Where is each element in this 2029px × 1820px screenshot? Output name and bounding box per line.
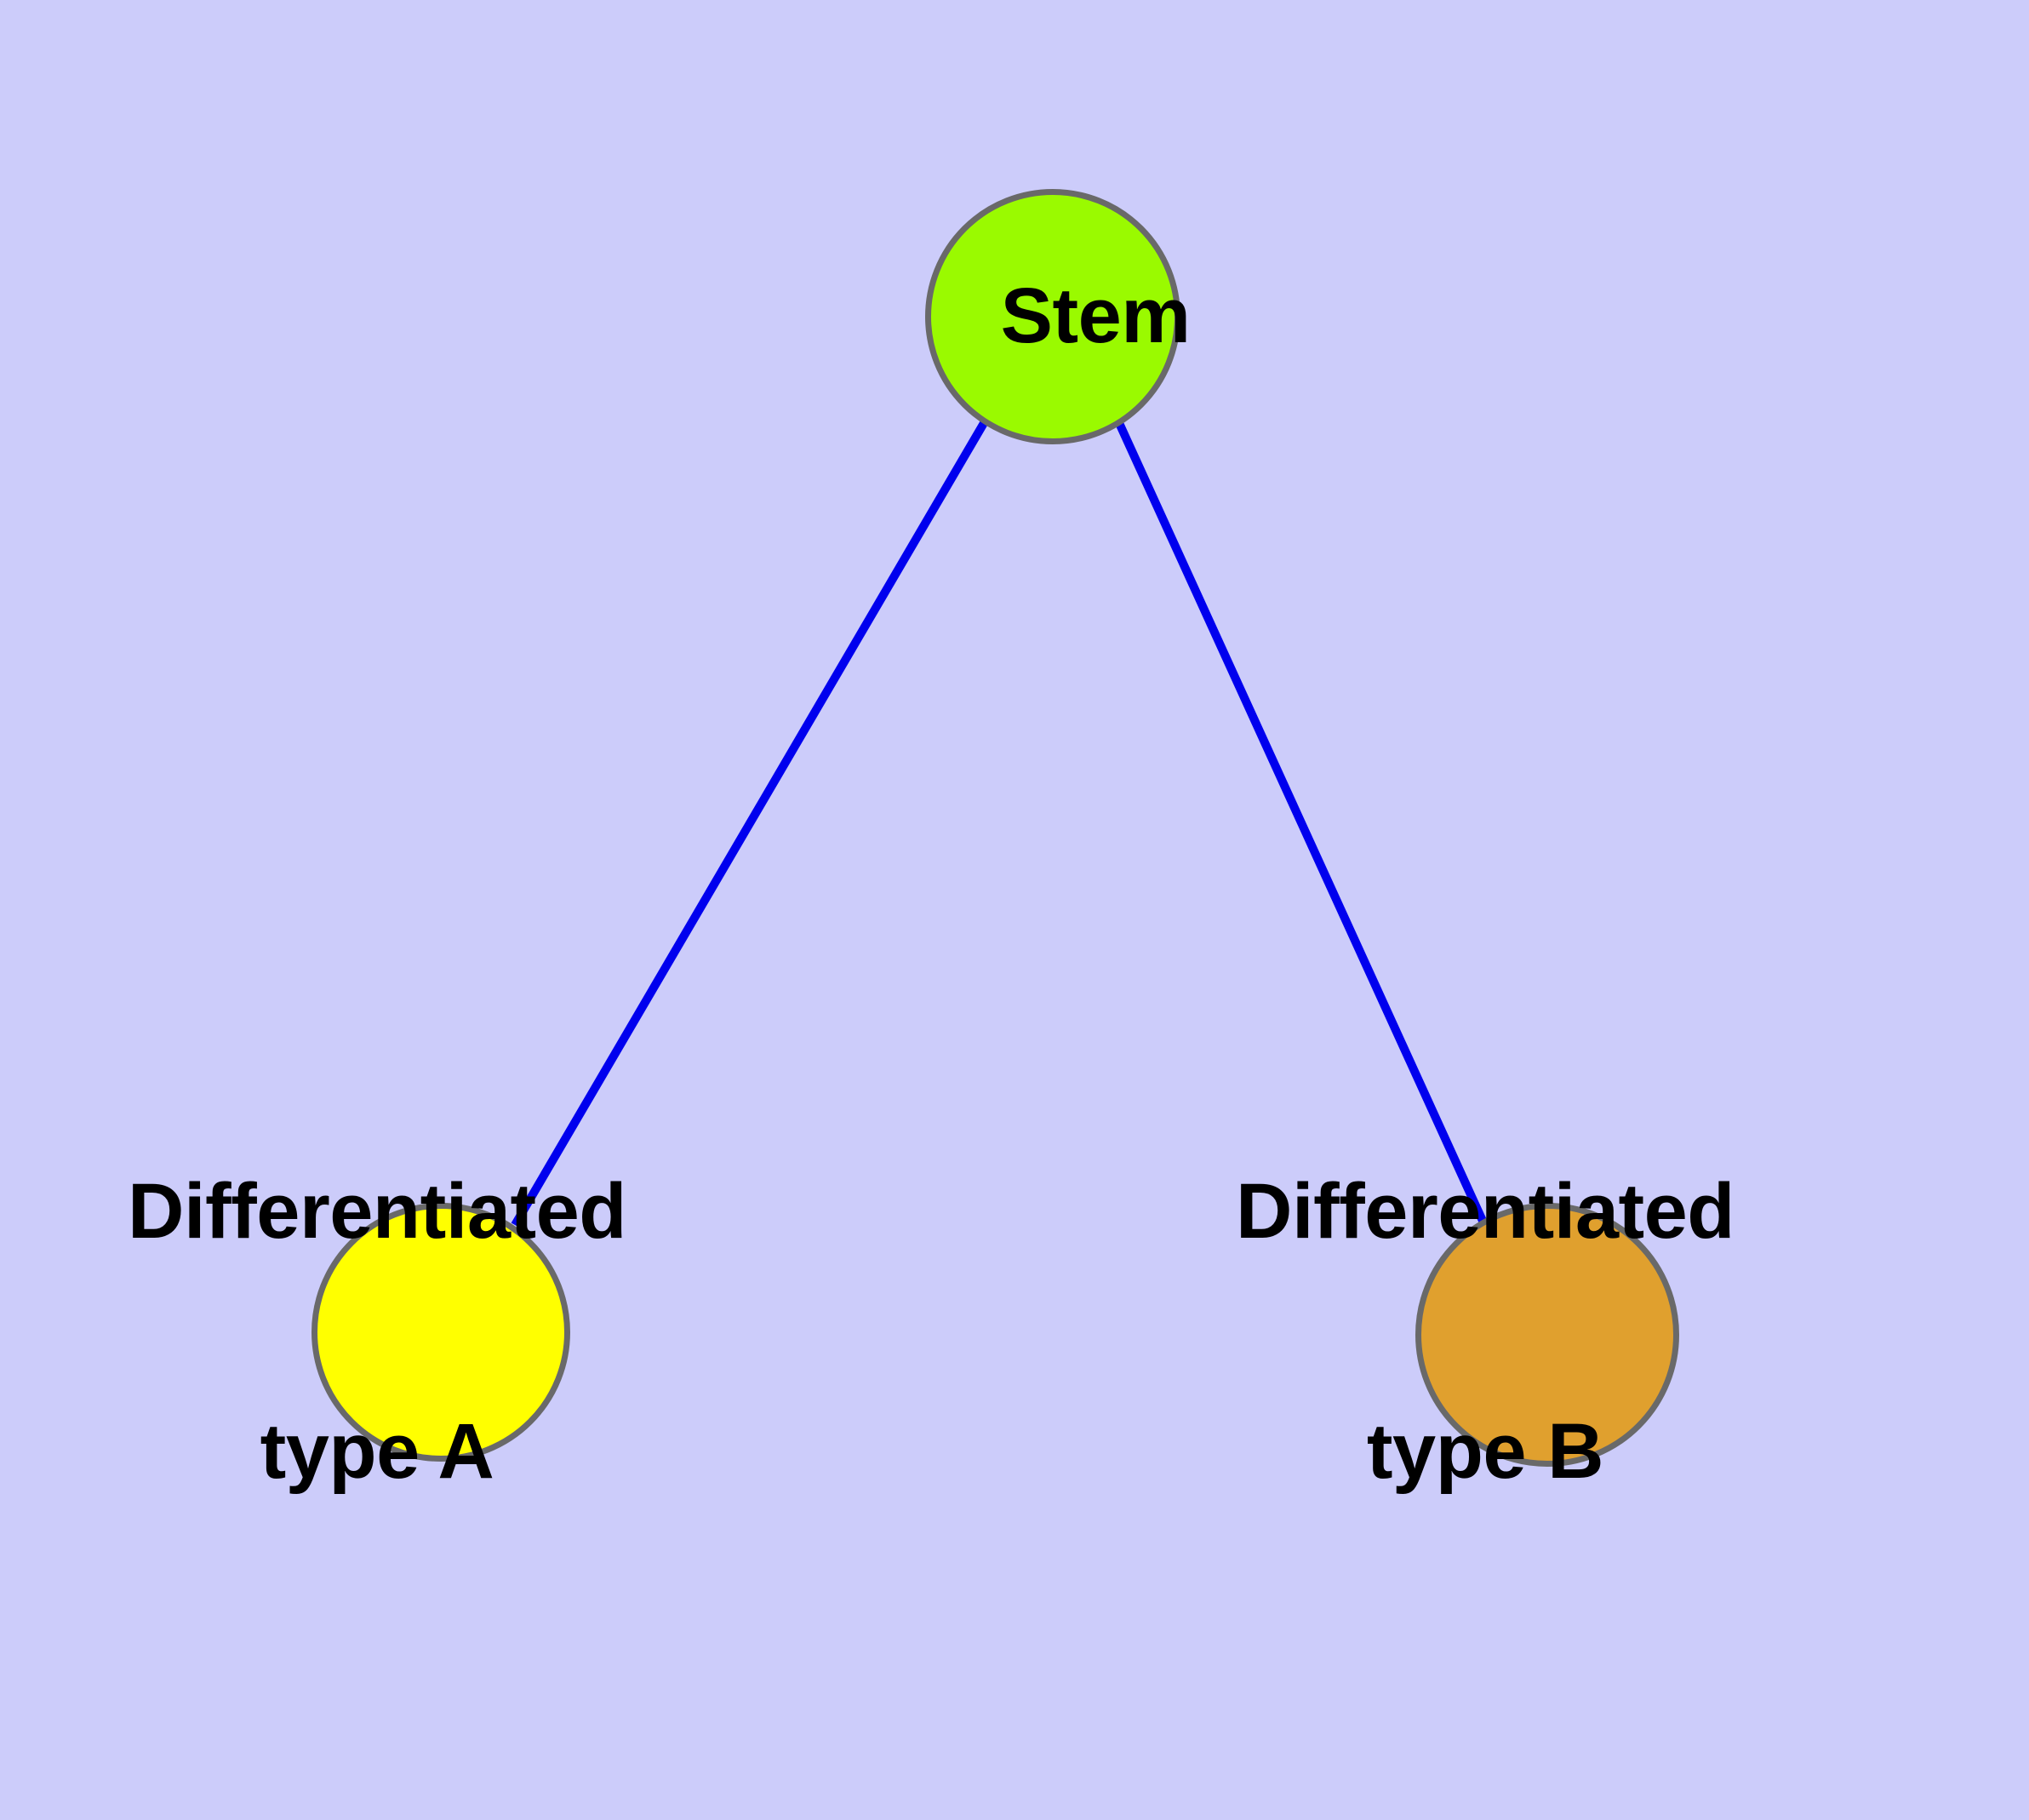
- node-layer: [311, 189, 1679, 1467]
- edge-stem-to-type-a[interactable]: [511, 421, 988, 1228]
- node-stem[interactable]: [925, 189, 1180, 444]
- edge-layer: [511, 421, 1487, 1228]
- node-differentiated-type-b[interactable]: [1415, 1203, 1679, 1467]
- edge-stem-to-type-b[interactable]: [1115, 421, 1487, 1223]
- node-differentiated-type-a[interactable]: [311, 1203, 570, 1462]
